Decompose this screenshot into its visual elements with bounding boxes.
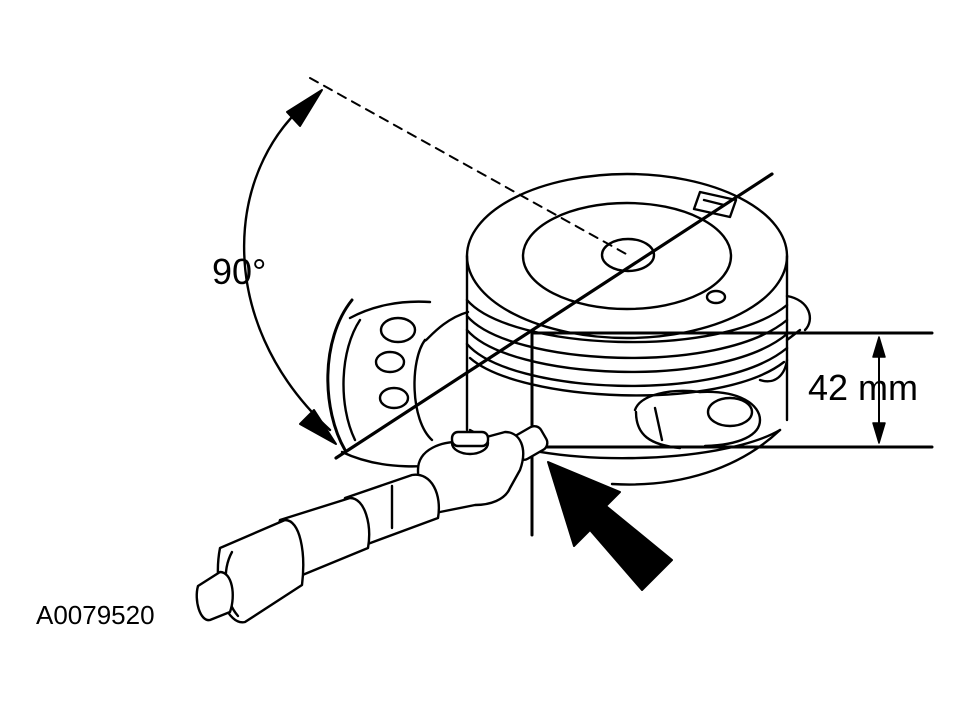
angle-arrow-top [286, 89, 323, 127]
angle-arc [243, 92, 332, 432]
angle-label: 90° [212, 251, 267, 292]
dim-arrow-up [872, 336, 886, 358]
angle-90 [243, 77, 774, 460]
rod-hole-2 [374, 350, 406, 374]
micrometer [195, 424, 549, 624]
rod-hole-1 [379, 316, 417, 344]
figure-reference-id: A0079520 [36, 600, 155, 630]
measurement-point-arrow [547, 461, 673, 591]
dim-arrow-down [872, 422, 886, 444]
connecting-rod-end [326, 298, 472, 468]
dimension-label: 42 mm [808, 367, 919, 408]
rod-hole-3 [378, 386, 410, 410]
pin-axis-dashed-line [309, 77, 629, 256]
angle-arrow-bottom [299, 409, 337, 445]
measurement-axis-line [334, 172, 774, 460]
